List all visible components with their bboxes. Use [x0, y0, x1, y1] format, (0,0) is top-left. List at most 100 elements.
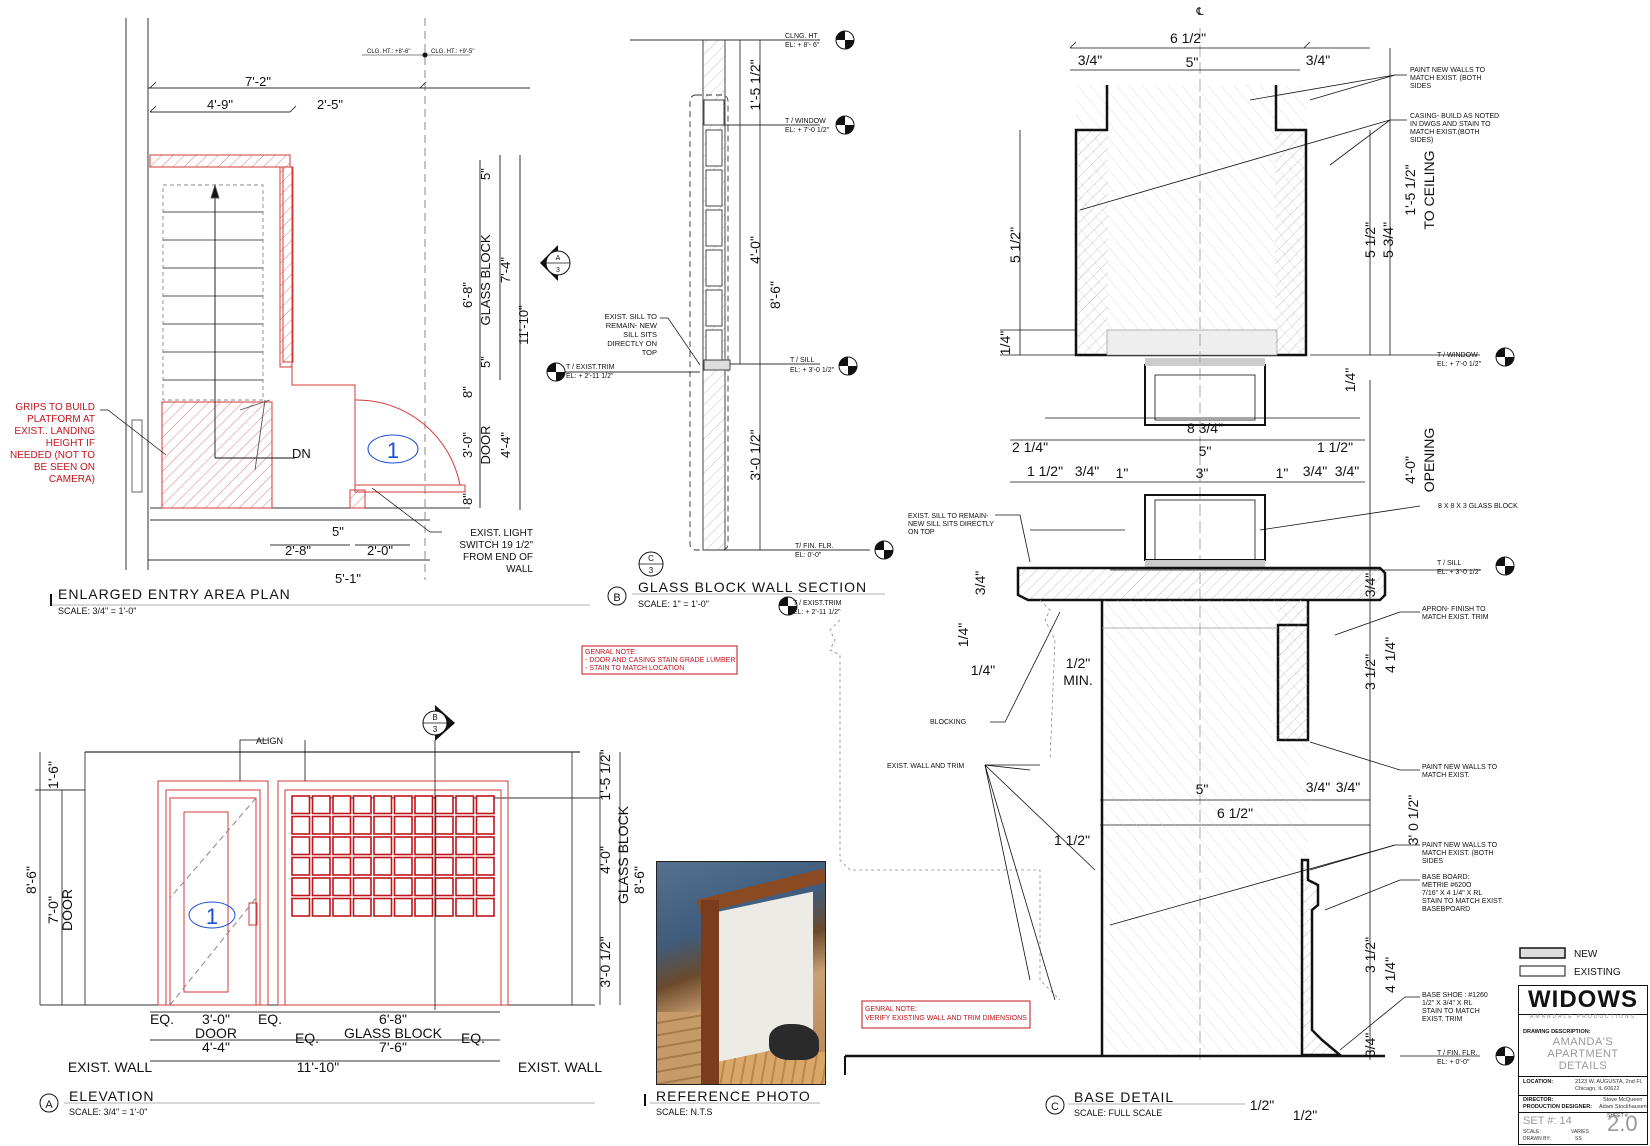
base-paint-note-2: PAINT NEW WALLS TO MATCH EXIST. [1422, 764, 1498, 779]
glass-block-unit [475, 795, 495, 815]
base-tsill-el: EL: + 3'-0 1/2" [1437, 569, 1482, 576]
glass-block-unit [434, 856, 454, 876]
glass-block-unit [475, 815, 495, 835]
base-dim-5: 5" [1186, 54, 1199, 70]
svg-text:MATCH EXIST. (BOTH: MATCH EXIST. (BOTH [1422, 850, 1493, 857]
plan-dn: DN [292, 446, 311, 461]
base-min: MIN. [1063, 672, 1093, 688]
sec-dim-3-0: 3'-0 1/2" [747, 429, 763, 480]
base-dim-1-2-min: 1/2" [1066, 655, 1090, 671]
base-glassblock-note: 8 X 8 X 3 GLASS BLOCK [1438, 503, 1518, 510]
svg-text:METRIE #620O: METRIE #620O [1422, 882, 1472, 889]
glass-block-unit [455, 897, 475, 917]
elev-eq1: EQ. [150, 1011, 174, 1027]
sec-dim-4-0: 4'-0" [747, 236, 763, 264]
svg-text:HEIGHT IF: HEIGHT IF [46, 438, 95, 449]
sec-dim-1-5: 1'-5 1/2" [747, 59, 763, 110]
sec-clng: CLNG. HT [785, 33, 818, 40]
glass-block-unit [352, 856, 372, 876]
base-dim-3-4d: 3/4" [1303, 463, 1327, 479]
base-dim-1-4b: 1/4" [955, 623, 971, 647]
plan-dim-2-8: 2'-8" [285, 543, 311, 558]
svg-text:B: B [432, 713, 437, 722]
glass-block-unit [455, 836, 475, 856]
sheet-label: SHEET # [1607, 1113, 1628, 1119]
glass-block-unit [291, 836, 311, 856]
plan-dim-8a: 8" [460, 386, 475, 398]
elev-eq3: EQ. [295, 1030, 319, 1046]
svg-text:FROM END OF: FROM END OF [463, 552, 533, 563]
base-dim-3-4g: 3/4" [1362, 573, 1378, 597]
title-block-logo: WIDOWS [1519, 986, 1647, 1015]
elev-dim-6-8: 6'-8" [379, 1011, 407, 1027]
location-line-1: 2123 W. AUGUSTA, 2nd Fl. [1575, 1079, 1643, 1085]
plan-dim-7-2: 7'-2" [245, 74, 271, 89]
glass-block-unit [332, 795, 352, 815]
elev-dim-7-6: 7'-6" [379, 1039, 407, 1055]
glass-block-unit [373, 815, 393, 835]
plan-dim-glass-block: GLASS BLOCK [478, 234, 493, 325]
base-baseboard-note: BASE BOARD: METRIE #620O 7/16" X 4 1/4" … [1422, 874, 1503, 913]
plan-switch-note: EXIST. LIGHT SWITCH 19 1/2" FROM END OF … [459, 528, 533, 575]
section-markers [546, 30, 894, 560]
svg-text:EXIST.. LANDING: EXIST.. LANDING [14, 426, 95, 437]
svg-text:DIRECTLY ON: DIRECTLY ON [607, 339, 657, 348]
base-dim-3-1-2: 3 1/2" [1362, 654, 1378, 690]
glass-block-unit [414, 815, 434, 835]
photo-caption: REFERENCE PHOTO SCALE: N.T.S [644, 1088, 820, 1117]
base-dim-1-4: 1/4" [997, 331, 1013, 355]
base-tfin: T / FIN. FLR. [1437, 1050, 1477, 1057]
glass-block-unit [475, 877, 495, 897]
svg-text:VERIFY EXISTING WALL AND TRIM: VERIFY EXISTING WALL AND TRIM DIMENSIONS [865, 1015, 1027, 1022]
svg-text:BASE BOARD:: BASE BOARD: [1422, 874, 1470, 881]
elevation-glass-block-grid [291, 795, 495, 917]
elev-dim-7-0: 7'-0" [45, 896, 61, 924]
glass-block-unit [414, 897, 434, 917]
glass-block-unit [291, 856, 311, 876]
elev-dim-glass-block: GLASS BLOCK [615, 805, 631, 904]
elev-dim-11-10: 11'-10" [297, 1059, 339, 1075]
sec-clng-el: EL: + 8'- 6" [785, 42, 820, 49]
plan-sec-top: A [556, 255, 561, 262]
glass-block-unit [311, 815, 331, 835]
plan-title: ENLARGED ENTRY AREA PLAN [58, 586, 291, 602]
svg-text:TOP: TOP [642, 348, 657, 357]
base-dim-1-2a: 1/2" [1250, 1097, 1274, 1113]
plan-dim-6-8: 6'-8" [460, 282, 475, 308]
svg-text:EXIST. TRIM: EXIST. TRIM [1422, 1016, 1462, 1023]
base-exist-wall-trim: EXIST. WALL AND TRIM [887, 763, 964, 770]
photo-scale: SCALE: N.T.S [656, 1107, 713, 1117]
glass-block-unit [455, 795, 475, 815]
glass-block-unit [393, 897, 413, 917]
svg-text:PAINT NEW WALLS TO: PAINT NEW WALLS TO [1422, 842, 1498, 849]
plan-dim-2-5: 2'-5" [317, 97, 343, 112]
pd-label: PRODUCTION DESIGNER: [1523, 1104, 1593, 1110]
plan-dim-5a: 5" [478, 168, 493, 180]
base-scale: SCALE: FULL SCALE [1074, 1108, 1162, 1118]
plan-clg-b: CLG. HT.: +9'-5" [431, 49, 474, 55]
base-dim-1-1-2: 1 1/2" [1317, 439, 1353, 455]
elev-dim-4-0: 4'-0" [597, 846, 613, 874]
reference-photo [656, 861, 826, 1085]
svg-text:EXIST. SILL TO: EXIST. SILL TO [605, 312, 658, 321]
base-dim-3-4f: 3/4" [972, 571, 988, 595]
svg-text:- STAIN TO MATCH LOCATION: - STAIN TO MATCH LOCATION [585, 665, 684, 672]
svg-text:1/2" X 3/4" X RL: 1/2" X 3/4" X RL [1422, 1000, 1473, 1007]
svg-text:EXIST. SILL TO REMAIN-: EXIST. SILL TO REMAIN- [908, 513, 989, 520]
general-note-1: GENRAL NOTE: - DOOR AND CASING STAIN GRA… [581, 645, 738, 675]
svg-text:PLATFORM AT: PLATFORM AT [27, 414, 95, 425]
base-ttrim-el: EL: + 2'-11 1/2" [793, 609, 841, 616]
base-dim-1-1-2c: 1 1/2" [1054, 832, 1090, 848]
svg-text:GENRAL NOTE:: GENRAL NOTE: [865, 1006, 917, 1013]
elev-align: ALIGN [256, 736, 283, 746]
plan-section-marker: A 3 [540, 245, 571, 281]
glass-block-unit [414, 836, 434, 856]
legend-existing: EXISTING [1574, 967, 1621, 978]
base-twin: T / WINDOW [1437, 352, 1478, 359]
base-dim-3-4b: 3/4" [1306, 52, 1330, 68]
production-designer: Adam Stockhausen [1599, 1104, 1647, 1110]
title-block-sub: AMANDALE PRODUCTIONS [1530, 1014, 1636, 1020]
base-dim-3-4c: 3/4" [1075, 463, 1099, 479]
base-dim-1-5-1-2: 1'-5 1/2" [1402, 164, 1418, 215]
